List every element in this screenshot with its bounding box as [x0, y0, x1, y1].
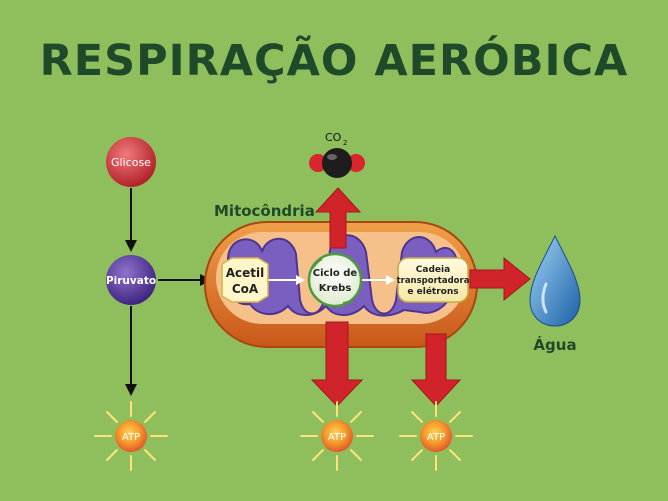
agua-label: Água	[533, 335, 576, 354]
krebs-label-1: Ciclo de	[313, 268, 358, 279]
glicose-label: Glicose	[111, 156, 151, 169]
co2-arrow	[314, 187, 362, 249]
page-title: RESPIRAÇÃO AERÓBICA	[39, 36, 629, 86]
atp-label: ATP	[427, 432, 445, 443]
piruvato-node: Piruvato	[106, 255, 156, 305]
glicose-node: Glicose	[106, 137, 156, 187]
co2-label: CO	[325, 131, 342, 144]
water-arrow	[469, 256, 531, 302]
cadeia-label-2: transportadora	[397, 276, 470, 286]
atp-burst-middle: ATP	[300, 401, 374, 471]
atp-arrow-2	[410, 333, 462, 407]
co2-molecule: CO 2	[309, 131, 365, 178]
cadeia-label-1: Cadeia	[416, 265, 450, 275]
atp-label: ATP	[122, 432, 140, 443]
water-drop: Água	[529, 234, 581, 354]
krebs-cycle: Ciclo de Krebs	[307, 252, 363, 308]
electron-transport-box: Cadeia transportadora e elétrons	[397, 257, 470, 303]
atp-burst-right: ATP	[399, 401, 473, 471]
acetil-coa-box: Acetil CoA	[221, 257, 269, 303]
acetil-label-2: CoA	[232, 282, 259, 296]
mitocondria-label: Mitocôndria	[214, 202, 315, 220]
atp-arrow-1	[310, 321, 364, 407]
piruvato-label: Piruvato	[106, 275, 156, 287]
red-arrows	[310, 187, 531, 407]
cadeia-label-3: e elétrons	[407, 286, 458, 297]
acetil-label-1: Acetil	[226, 266, 265, 280]
co2-subscript: 2	[343, 139, 347, 147]
atp-burst-left: ATP	[94, 401, 168, 471]
krebs-label-2: Krebs	[319, 283, 352, 294]
white-arrows	[268, 275, 395, 285]
atp-label: ATP	[328, 432, 346, 443]
